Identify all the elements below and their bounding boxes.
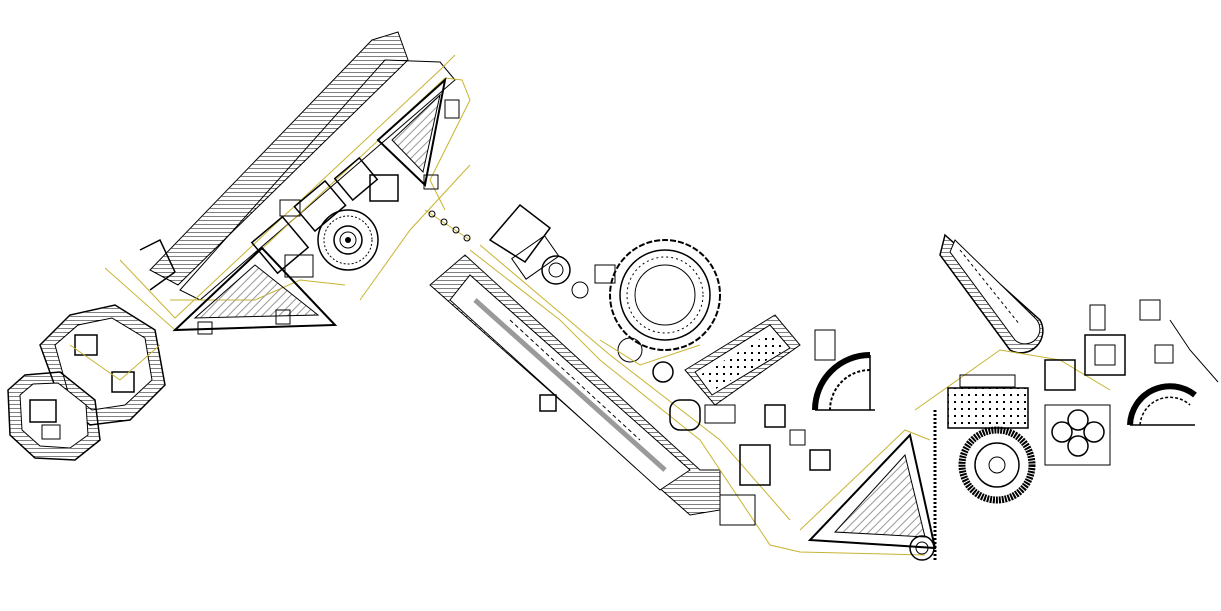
long-stadium <box>429 254 721 516</box>
east-amphitheatre <box>958 426 1036 504</box>
far-east-theatre <box>1127 319 1219 426</box>
round-temple-complex <box>599 239 721 383</box>
left-complex <box>7 31 471 461</box>
triangular-plaza-upper <box>376 77 460 190</box>
left-building-blocks <box>250 156 399 278</box>
western-fortress <box>7 304 166 461</box>
east-temples <box>1044 299 1174 391</box>
central-small-buildings <box>719 329 836 526</box>
quatrefoil-temple <box>1044 404 1111 466</box>
east-circus <box>939 233 1044 354</box>
bridge-piers <box>424 209 471 242</box>
central-complex <box>429 203 937 561</box>
upper-central-buildings <box>488 203 616 412</box>
rotunda-left <box>317 209 379 271</box>
triangular-plaza-south <box>799 429 937 561</box>
northwest-arcade <box>139 31 456 301</box>
east-colonnade-court <box>933 374 1029 560</box>
basilica <box>669 314 801 431</box>
east-complex <box>914 233 1219 560</box>
triangular-plaza-lower <box>172 246 338 335</box>
central-theatre <box>812 352 875 411</box>
left-roads <box>104 54 471 331</box>
